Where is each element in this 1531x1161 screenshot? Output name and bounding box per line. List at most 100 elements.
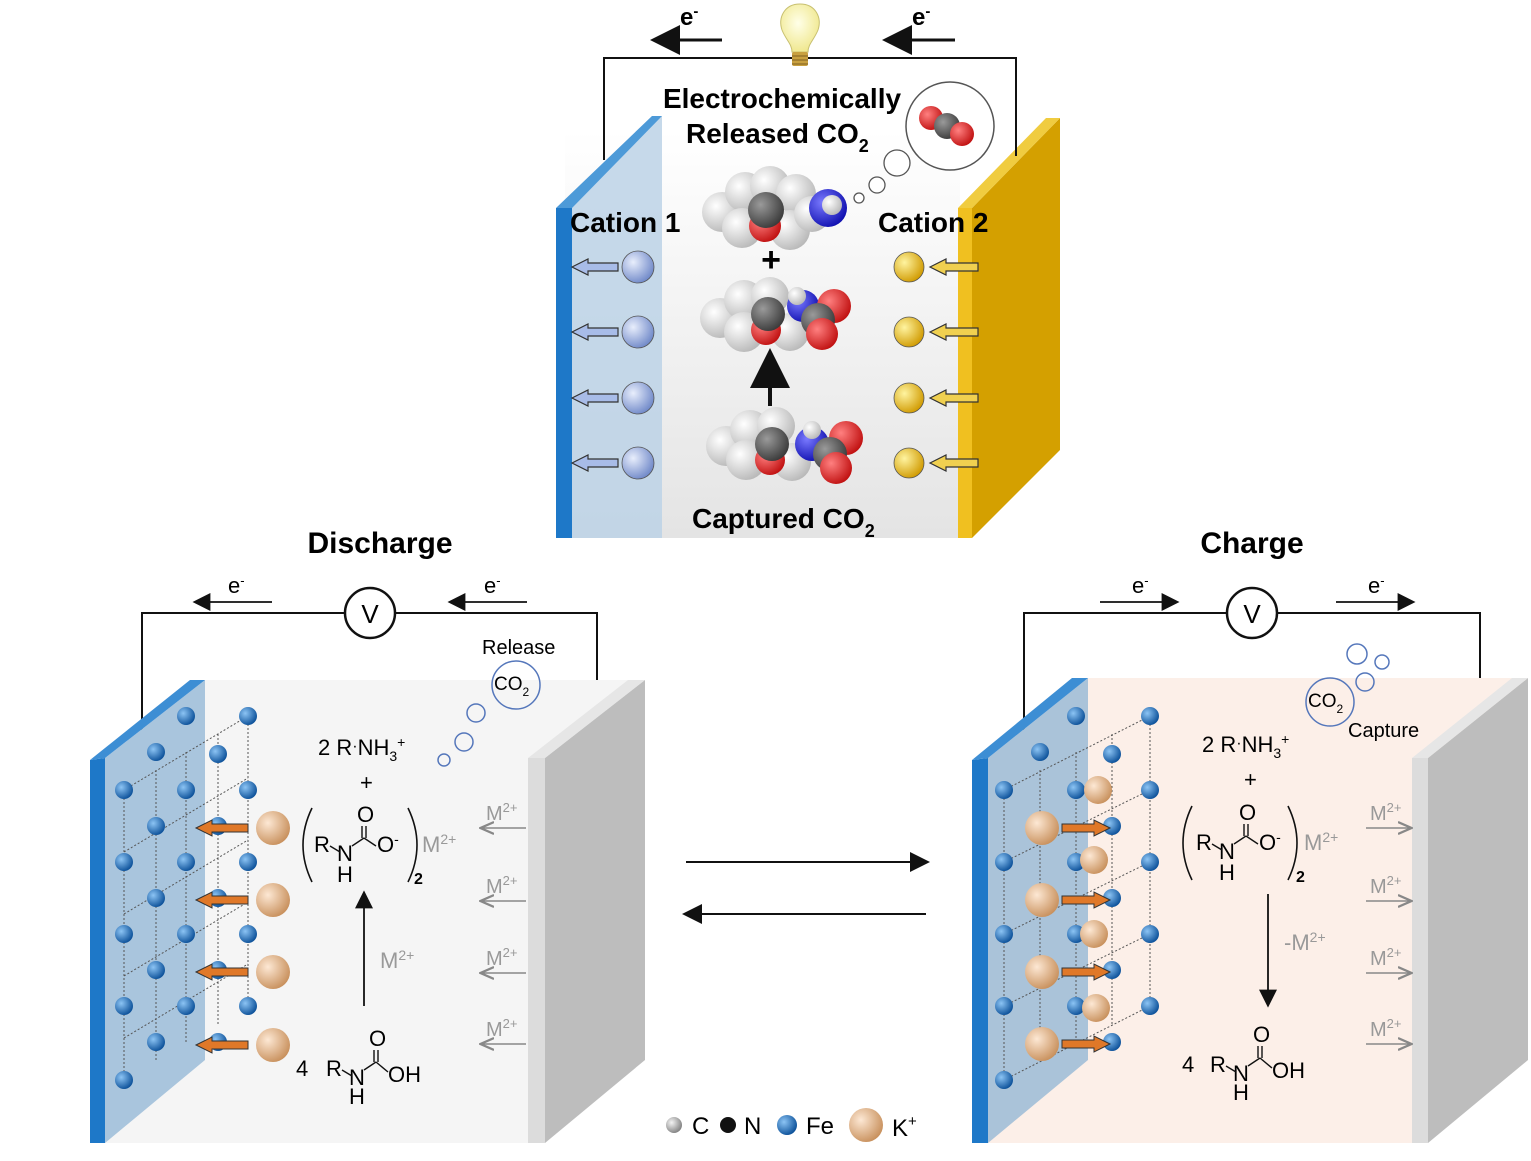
amine-molecule xyxy=(702,166,847,250)
svg-text:+: + xyxy=(1244,767,1257,792)
top-electron-right-label: e xyxy=(912,4,925,31)
released-label-line1: Electrochemically xyxy=(663,83,902,114)
svg-text:R: R xyxy=(314,832,330,857)
svg-text:H: H xyxy=(1233,1080,1249,1105)
svg-text:R: R xyxy=(1196,830,1212,855)
legend-iron-label: Fe xyxy=(806,1113,834,1140)
discharge-carbamic-acid: 4 R N H O OH xyxy=(296,1026,421,1109)
svg-text:N: N xyxy=(349,1065,365,1090)
legend: C N Fe K+ xyxy=(666,1108,917,1142)
svg-text:M2+: M2+ xyxy=(1304,829,1338,855)
legend-carbon-label: C xyxy=(692,1113,709,1140)
discharge-title: Discharge xyxy=(307,527,452,560)
charge-fe-atoms xyxy=(995,707,1159,1089)
charge-metal-column: M2+ M2+ M2+ M2+ xyxy=(1366,800,1410,1044)
svg-text:e-: e- xyxy=(228,573,245,598)
charge-counter-electrode xyxy=(1428,678,1528,1143)
charge-carbamic-acid: 4 R N H O OH xyxy=(1182,1022,1305,1105)
top-electron-left-label: e xyxy=(680,4,693,31)
top-cell: e- e- Electrochemically Released CO2 Cat… xyxy=(556,3,1060,541)
svg-text:4: 4 xyxy=(296,1056,308,1081)
legend-carbon-icon xyxy=(666,1117,682,1133)
charge-capture-label: Capture xyxy=(1348,720,1419,742)
discharge-counter-electrode xyxy=(545,680,645,1143)
svg-text:M2+: M2+ xyxy=(486,945,518,970)
svg-text:O: O xyxy=(369,1026,386,1051)
discharge-electrolyte xyxy=(105,680,645,1143)
svg-text:H: H xyxy=(1219,860,1235,885)
svg-text:N: N xyxy=(1219,839,1235,864)
top-right-electrode-edge xyxy=(958,208,972,538)
svg-text:CO2: CO2 xyxy=(1308,691,1344,716)
svg-text:H: H xyxy=(337,862,353,887)
charge-electrolyte xyxy=(988,678,1528,1143)
svg-text:O: O xyxy=(1253,1022,1270,1047)
released-label-line2: Released CO xyxy=(686,118,859,149)
light-bulb-icon xyxy=(780,3,820,66)
svg-text:2: 2 xyxy=(414,871,423,888)
discharge-carbamate: R N H O O- M2+ 2 xyxy=(302,802,456,888)
svg-text:O-: O- xyxy=(1259,829,1281,855)
discharge-amine: 2 R·NH3+ xyxy=(318,734,405,764)
svg-text:CO2: CO2 xyxy=(494,674,530,699)
svg-text:-M2+: -M2+ xyxy=(1284,929,1326,955)
svg-text:2: 2 xyxy=(1296,869,1305,886)
top-left-electrode-edge xyxy=(556,208,572,538)
legend-potassium-label: K xyxy=(892,1115,908,1142)
svg-text:R: R xyxy=(1210,1052,1226,1077)
svg-text:M2+: M2+ xyxy=(486,1016,518,1041)
svg-text:e-: e- xyxy=(912,3,930,31)
charge-title: Charge xyxy=(1200,527,1303,560)
svg-text:H: H xyxy=(349,1084,365,1109)
charge-k-ions xyxy=(1025,776,1112,1061)
svg-text:e-: e- xyxy=(1132,573,1149,598)
svg-text:M2+: M2+ xyxy=(1370,945,1402,970)
svg-text:K+: K+ xyxy=(892,1113,917,1142)
svg-text:+: + xyxy=(360,770,373,795)
legend-nitrogen-label: N xyxy=(744,1113,761,1140)
discharge-co2-bubble xyxy=(491,660,541,710)
svg-text:M2+: M2+ xyxy=(1370,1016,1402,1041)
svg-text:OH: OH xyxy=(1272,1058,1305,1083)
charge-co2-bubble xyxy=(1305,677,1355,727)
discharge-metal-column: M2+ M2+ M2+ M2+ xyxy=(482,800,526,1044)
captured-label: Captured CO xyxy=(692,503,865,534)
svg-text:4: 4 xyxy=(1182,1052,1194,1077)
top-circuit-wire xyxy=(603,57,1017,160)
top-plus: + xyxy=(761,241,781,279)
legend-iron-icon xyxy=(777,1115,797,1135)
discharge-cell: Discharge V e- e- xyxy=(90,527,645,1143)
svg-text:N: N xyxy=(1233,1061,1249,1086)
charge-meter-label: V xyxy=(1243,599,1261,629)
svg-text:O: O xyxy=(1239,800,1256,825)
legend-potassium-icon xyxy=(849,1108,883,1142)
svg-text:O: O xyxy=(357,802,374,827)
equilibrium-arrows xyxy=(682,852,930,924)
svg-text:M2+: M2+ xyxy=(1370,800,1402,825)
charge-voltmeter-icon xyxy=(1225,586,1279,640)
discharge-k-ions xyxy=(194,811,290,1062)
legend-nitrogen-icon xyxy=(720,1117,736,1133)
discharge-release-label: Release xyxy=(482,637,555,659)
carbamate-molecule-middle xyxy=(700,277,851,352)
cation2-label: Cation 2 xyxy=(878,207,988,238)
svg-text:M2+: M2+ xyxy=(1370,873,1402,898)
captured-molecule xyxy=(706,407,863,484)
svg-text:Released CO2: Released CO2 xyxy=(686,118,869,156)
svg-text:M2+: M2+ xyxy=(380,947,414,973)
discharge-meter-label: V xyxy=(361,599,379,629)
svg-text:R: R xyxy=(326,1056,342,1081)
svg-text:Captured CO2: Captured CO2 xyxy=(692,503,875,541)
cation1-column xyxy=(570,250,655,480)
top-left-electrode-face xyxy=(560,116,662,538)
released-co2-bubble xyxy=(853,81,995,204)
discharge-voltmeter-icon xyxy=(343,586,397,640)
charge-cell: Charge V e- e- xyxy=(972,527,1528,1143)
svg-text:M2+: M2+ xyxy=(486,873,518,898)
charge-carbamate: R N H O O- M2+ 2 xyxy=(1182,800,1338,886)
cation2-column xyxy=(893,251,979,479)
svg-text:O-: O- xyxy=(377,831,399,857)
svg-text:M2+: M2+ xyxy=(486,800,518,825)
svg-text:OH: OH xyxy=(388,1062,421,1087)
